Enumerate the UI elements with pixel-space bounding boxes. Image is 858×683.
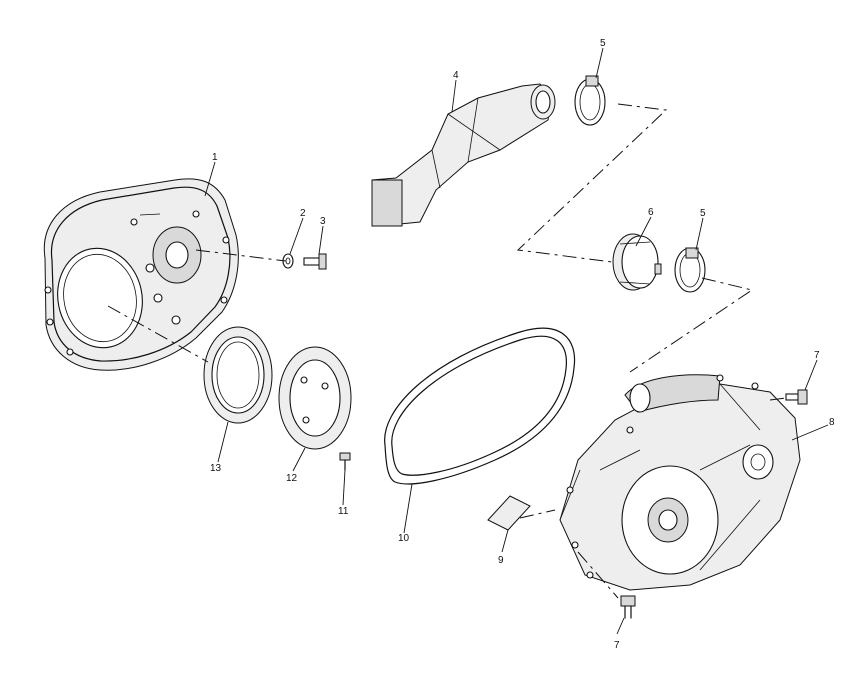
part-6-coupler	[612, 233, 662, 291]
part-9-decal	[487, 495, 531, 531]
part-5-clamp-top	[574, 75, 606, 126]
callout-5-top: 5	[600, 38, 606, 49]
callout-7-top: 7	[814, 350, 820, 361]
callout-11: 11	[338, 506, 349, 517]
part-11-bolt	[339, 452, 351, 471]
callout-12: 12	[286, 473, 298, 484]
callout-8: 8	[829, 417, 835, 428]
callout-6: 6	[648, 207, 654, 218]
part-7-bolt-bottom	[620, 595, 636, 619]
callout-3: 3	[320, 216, 326, 227]
part-5-clamp-middle	[674, 247, 706, 293]
callout-10: 10	[398, 533, 410, 544]
part-12-plate	[278, 346, 352, 450]
assembly-centerlines	[107, 103, 787, 599]
callout-2: 2	[300, 208, 306, 219]
part-7-bolt-top	[785, 389, 808, 405]
callout-1: 1	[212, 152, 218, 163]
part-8-inner-cover	[559, 374, 801, 591]
callout-7-bottom: 7	[614, 640, 620, 651]
callout-9: 9	[498, 555, 504, 566]
callout-4: 4	[453, 70, 459, 81]
callout-labels: 1 2 3 4 5 5 6 7 7 8 9 10 11 12 13	[210, 38, 835, 651]
callout-leaders	[204, 47, 829, 635]
part-10-drive-belt	[384, 327, 576, 485]
part-13-seal	[203, 326, 273, 424]
part-3-bolt	[303, 253, 327, 270]
callout-13: 13	[210, 463, 222, 474]
part-1-outer-cover	[43, 178, 239, 371]
callout-5-middle: 5	[700, 208, 706, 219]
part-4-intake-duct	[371, 83, 556, 227]
